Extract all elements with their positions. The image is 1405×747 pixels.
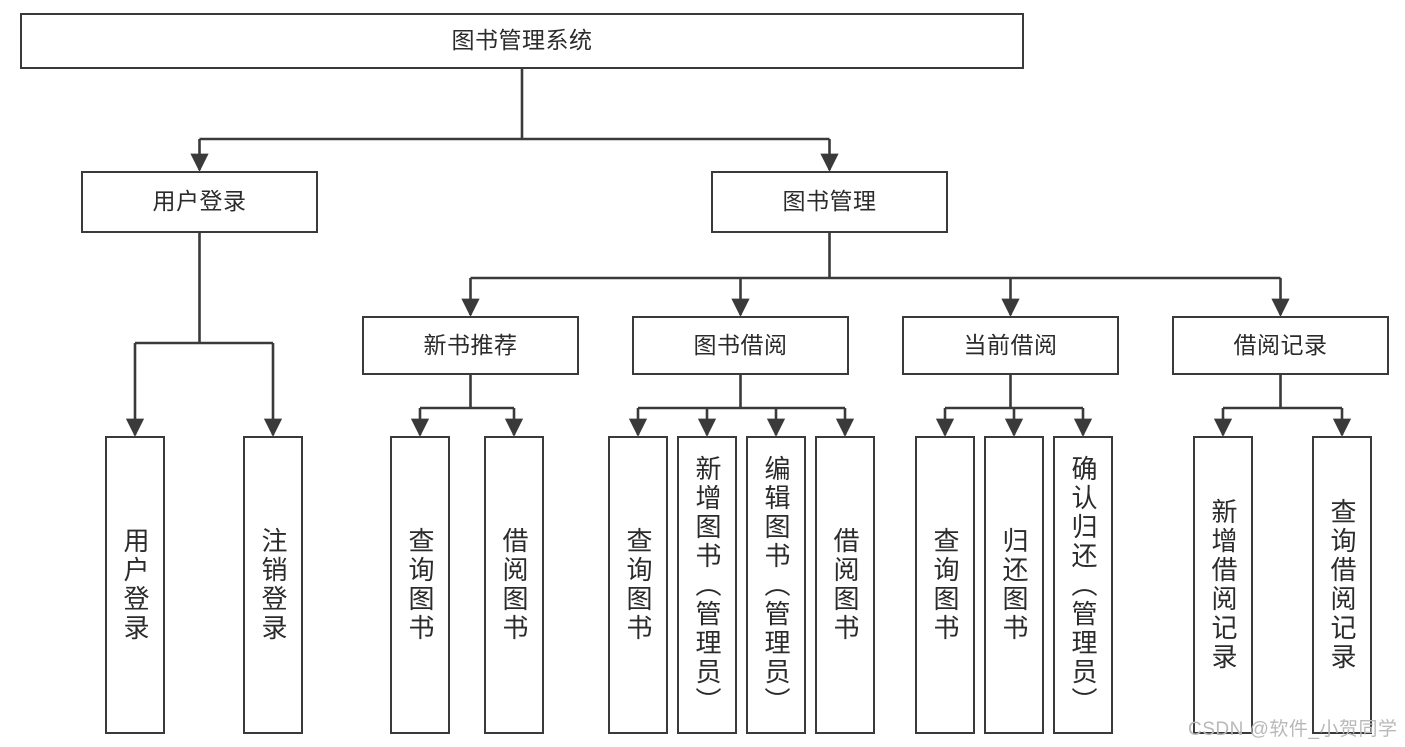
node-label: 查询图书 [930, 527, 960, 643]
node-label: 注销登录 [258, 527, 288, 643]
node-label: 借阅图书 [499, 527, 529, 643]
node-label: 当前借阅 [963, 331, 1058, 358]
node-leaf-add-record[interactable]: 新增借阅记录 [1193, 436, 1253, 734]
node-label: 编辑图书（管理员） [761, 454, 791, 716]
node-borrow[interactable]: 图书借阅 [632, 316, 849, 375]
node-label: 新增图书（管理员） [692, 454, 722, 716]
node-newbook[interactable]: 新书推荐 [362, 316, 579, 375]
node-label: 查询图书 [623, 527, 653, 643]
node-leaf-query-book-2[interactable]: 查询图书 [608, 436, 668, 734]
node-leaf-confirm-return[interactable]: 确认归还（管理员） [1053, 436, 1113, 734]
node-leaf-add-book[interactable]: 新增图书（管理员） [677, 436, 737, 734]
node-leaf-borrow-book-1[interactable]: 借阅图书 [484, 436, 544, 734]
node-label: 借阅图书 [830, 527, 860, 643]
node-label: 新增借阅记录 [1208, 498, 1238, 672]
node-leaf-borrow-book-2[interactable]: 借阅图书 [815, 436, 875, 734]
node-current[interactable]: 当前借阅 [902, 316, 1119, 375]
node-leaf-query-book-3[interactable]: 查询图书 [915, 436, 975, 734]
node-label: 借阅记录 [1233, 331, 1328, 358]
node-bookmgmt[interactable]: 图书管理 [711, 171, 948, 233]
node-leaf-logout[interactable]: 注销登录 [243, 436, 303, 734]
node-leaf-return-book[interactable]: 归还图书 [984, 436, 1044, 734]
node-label: 图书借阅 [693, 331, 788, 358]
node-label: 查询借阅记录 [1327, 498, 1357, 672]
node-root[interactable]: 图书管理系统 [20, 13, 1024, 69]
node-label: 图书管理系统 [451, 27, 593, 54]
node-leaf-query-book-1[interactable]: 查询图书 [390, 436, 450, 734]
node-label: 用户登录 [120, 527, 150, 643]
node-leaf-user-login[interactable]: 用户登录 [105, 436, 165, 734]
node-label: 新书推荐 [423, 331, 518, 358]
node-label: 查询图书 [405, 527, 435, 643]
node-label: 用户登录 [152, 188, 247, 215]
node-login[interactable]: 用户登录 [81, 171, 318, 233]
node-leaf-edit-book[interactable]: 编辑图书（管理员） [746, 436, 806, 734]
node-leaf-query-record[interactable]: 查询借阅记录 [1312, 436, 1372, 734]
watermark-text: CSDN @软件_小贺同学 [1188, 719, 1398, 740]
node-label: 图书管理 [782, 188, 877, 215]
node-label: 确认归还（管理员） [1068, 454, 1098, 716]
node-label: 归还图书 [999, 527, 1029, 643]
node-records[interactable]: 借阅记录 [1172, 316, 1389, 375]
